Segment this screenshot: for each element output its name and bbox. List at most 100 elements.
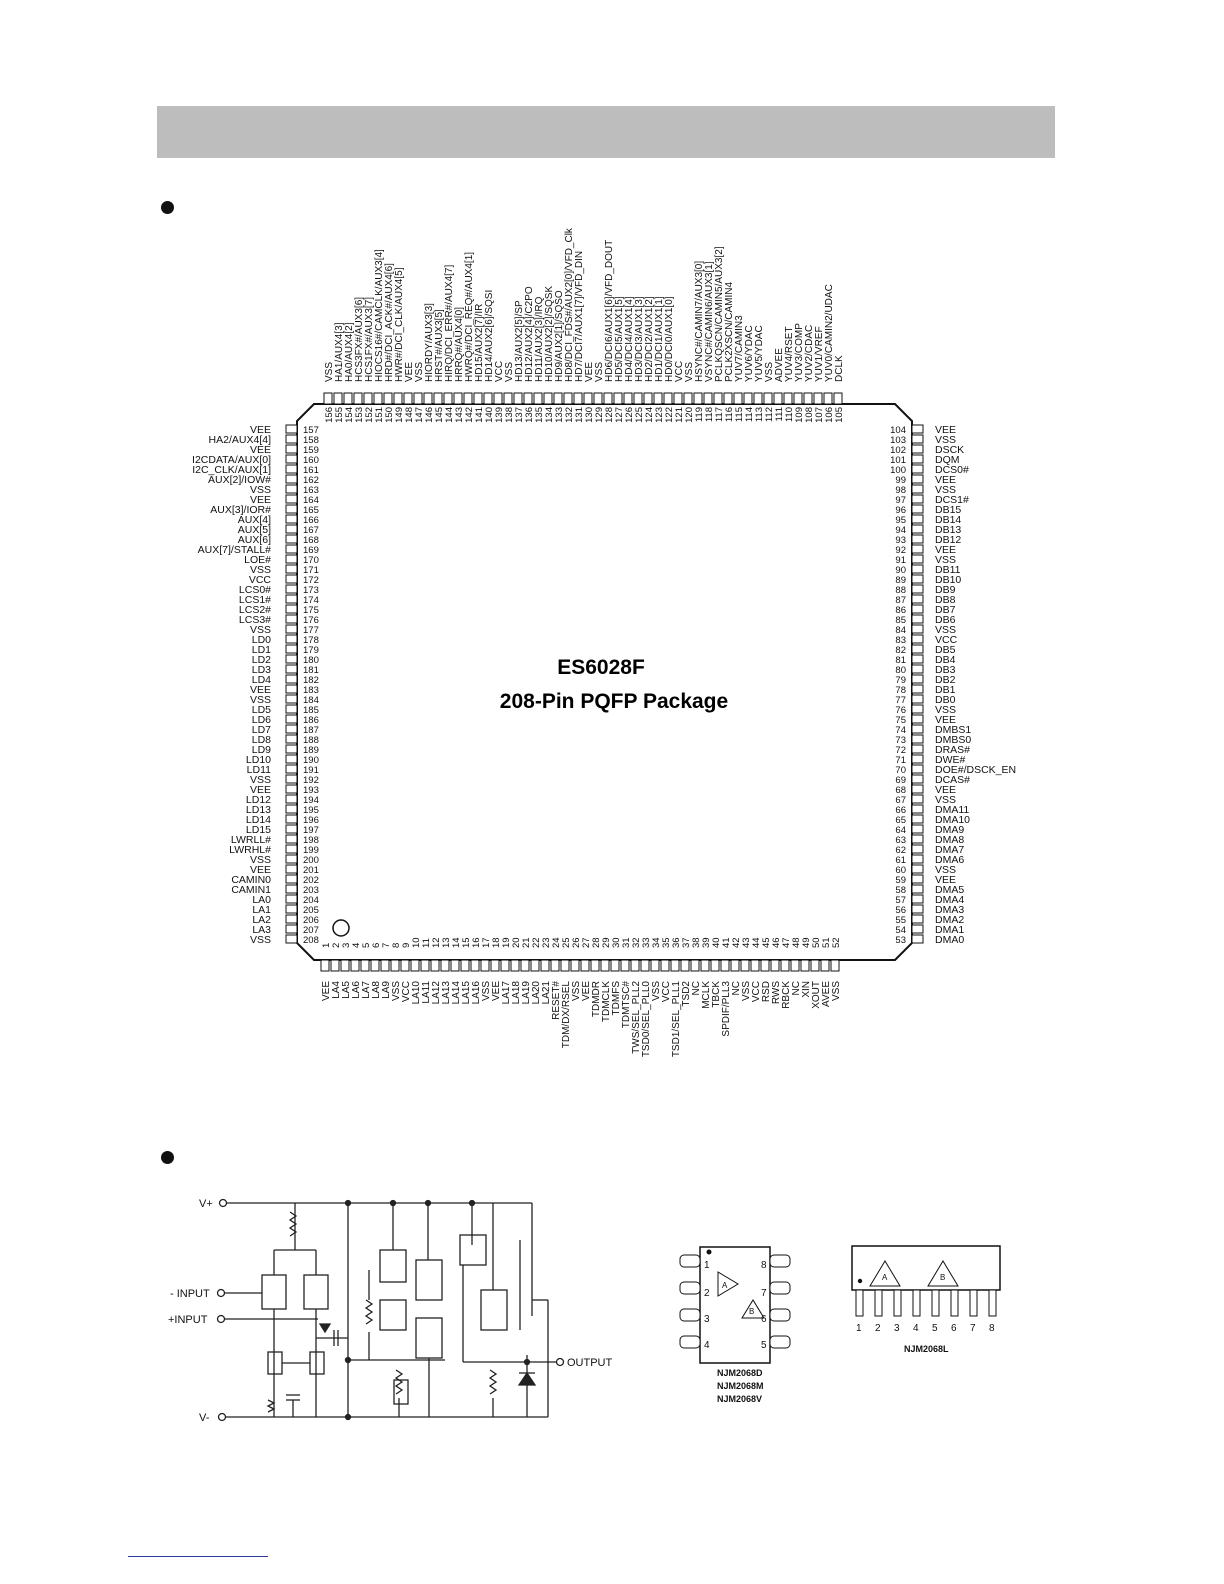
pin-lead (580, 959, 590, 972)
pin-label: LA2 (252, 914, 271, 926)
pin-label: DSCK (935, 444, 964, 456)
pin-label: VSS (935, 554, 956, 566)
pin-number: 206 (303, 915, 319, 926)
pin-number: 189 (303, 745, 319, 756)
pin-number: 76 (895, 705, 906, 716)
pin-lead (911, 554, 924, 564)
pin-number: 158 (303, 435, 319, 446)
pin-lead (285, 544, 298, 554)
pin-number: 18 (491, 937, 502, 948)
pin-label: RSD (761, 981, 772, 1002)
pin-label: HD13/AUX2[5]/SP (514, 300, 525, 382)
pin-label: VSS (935, 864, 956, 876)
dip-pin-number: 6 (761, 1314, 767, 1325)
pin-number: 138 (504, 407, 515, 423)
footer-rule (128, 1556, 268, 1557)
pin-lead (911, 714, 924, 724)
pin-label: ADVEE (774, 348, 785, 382)
pin-number: 69 (895, 775, 906, 786)
pin-number: 47 (781, 937, 792, 948)
pin-number: 29 (601, 937, 612, 948)
pin-label: VSS (571, 981, 582, 1001)
pin-number: 83 (895, 635, 906, 646)
pin-label: LCS3# (239, 614, 271, 626)
pin-lead (911, 864, 924, 874)
vplus-terminal (218, 1198, 228, 1208)
pin-number: 54 (895, 925, 906, 936)
pin-label: VSS (414, 362, 425, 382)
pin-number: 200 (303, 855, 319, 866)
pin-lead (911, 784, 924, 794)
pin-number: 185 (303, 705, 319, 716)
sip-lead (874, 1289, 883, 1317)
pin-number: 176 (303, 615, 319, 626)
pin-lead (590, 959, 600, 972)
pin-lead (911, 764, 924, 774)
sip-lead (988, 1289, 997, 1317)
pin-number: 2 (331, 943, 342, 948)
pin-label: LD14 (246, 814, 271, 826)
pin-number: 91 (895, 555, 906, 566)
dip-pin-number: 1 (704, 1260, 710, 1271)
pin-number: 10 (411, 937, 422, 948)
pin-number: 152 (364, 407, 375, 423)
pin-number: 77 (895, 695, 906, 706)
pin-label: LA7 (361, 981, 372, 999)
pin-label: HD15/AUX2[7]/IR (474, 304, 485, 382)
pin-number: 123 (654, 407, 665, 423)
pin-number: 53 (895, 935, 906, 946)
pin-lead (285, 904, 298, 914)
pin-number: 128 (604, 407, 615, 423)
pin-label: I2C_CLK/AUX[1] (192, 464, 271, 476)
pin-lead (493, 392, 503, 405)
pin-lead (911, 474, 924, 484)
pin-label: VSS (250, 854, 271, 866)
pin-number: 42 (731, 937, 742, 948)
pin-number: 20 (511, 937, 522, 948)
pin-lead (730, 959, 740, 972)
pin-number: 11 (421, 938, 432, 948)
pin-number: 204 (303, 895, 319, 906)
pin-number: 13 (441, 937, 452, 948)
pin-number: 12 (431, 937, 442, 948)
pin-number: 117 (714, 407, 725, 422)
pin-lead (285, 484, 298, 494)
vminus-label: V- (199, 1412, 210, 1424)
pin-label: DB4 (935, 654, 956, 666)
pin-label: HD8/DCI_FDS#/AUX2[0]/VFD_Clk (564, 227, 575, 382)
pin-label: DMBS0 (935, 734, 971, 746)
pin-lead (613, 392, 623, 405)
pin-lead (911, 444, 924, 454)
pin-lead (573, 392, 583, 405)
pin-label: LA4 (331, 981, 342, 999)
pin-label: DQM (935, 454, 960, 466)
pin-label: DB13 (935, 524, 961, 536)
pin-label: LD1 (252, 644, 271, 656)
pin-lead (285, 634, 298, 644)
pin-number: 36 (671, 937, 682, 948)
pin-number: 51 (821, 937, 832, 948)
dip-part-2: NJM2068M (717, 1381, 764, 1391)
pin-lead (690, 959, 700, 972)
pin-label: SPDIF/PLL3 (721, 981, 732, 1037)
pin-label: VSS (324, 362, 335, 382)
pin-label: LD0 (252, 634, 271, 646)
pin-number: 92 (895, 545, 906, 556)
pin-lead (490, 959, 500, 972)
ic-body (296, 403, 913, 961)
pin-label: HA0/AUX4[2] (344, 322, 355, 382)
pin-number: 24 (551, 937, 562, 948)
pin-number: 74 (895, 725, 906, 736)
pin-label: VSS (935, 434, 956, 446)
pin-number: 207 (303, 925, 319, 936)
pin-label: VEE (491, 981, 502, 1001)
pin-label: VCC (751, 981, 762, 1002)
pin-label: MCLK (701, 981, 712, 1009)
pin-label: YUV2/CDAC (804, 325, 815, 382)
pin-lead (911, 834, 924, 844)
sip-lead (893, 1289, 902, 1317)
pin-number: 80 (895, 665, 906, 676)
pin-number: 133 (554, 407, 565, 423)
pin-lead (285, 464, 298, 474)
pin-number: 49 (801, 937, 812, 948)
